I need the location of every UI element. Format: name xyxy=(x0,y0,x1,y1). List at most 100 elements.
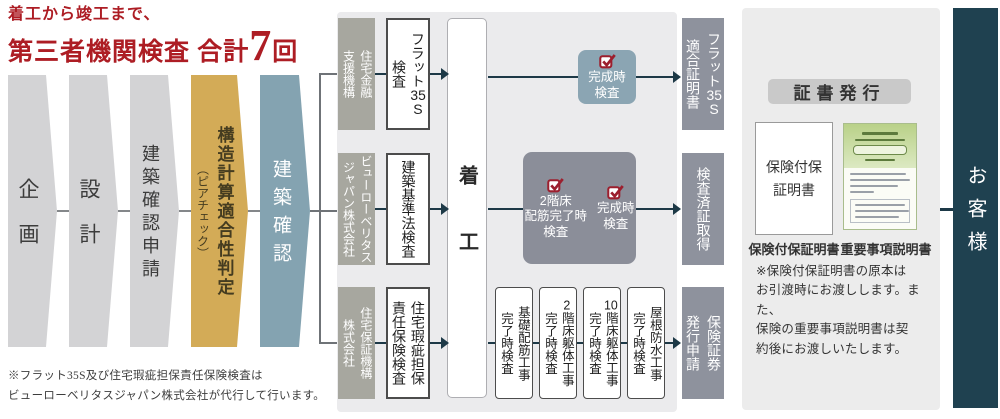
connector-line xyxy=(430,342,441,344)
org-label: 住宅保証機構株式会社 xyxy=(341,307,373,379)
checkpoint-item: 2階床 配筋完了時 検査 xyxy=(524,176,587,241)
footnote: ※フラット35S及び住宅瑕疵担保責任保険検査は ビューローベリタスジャパン株式会… xyxy=(8,370,326,403)
org-jutaku-hosho: 住宅保証機構株式会社 xyxy=(338,287,375,399)
connector-line xyxy=(577,342,583,344)
insurance-certificate-doc-text: 保険付保 証明書 xyxy=(766,159,822,198)
doc-text-box xyxy=(850,199,910,223)
result-hoken-shoken: 保険証券発行申請 xyxy=(682,287,724,399)
stage-label: 2階床躯体工事完了時検査 xyxy=(543,299,574,387)
phase-connector-line xyxy=(248,210,260,212)
arrow-head xyxy=(441,337,449,349)
phase-step-kozo-keisan: 構造計算適合性判定 （ピアチェック） xyxy=(191,75,248,347)
customer-label: お客様 xyxy=(964,164,986,264)
checkmark-icon xyxy=(607,183,625,200)
connector-line xyxy=(430,73,441,75)
inspection-label: 建築基準法検査 xyxy=(400,160,417,258)
insurance-doc-caption: 保険付保証明書 xyxy=(748,242,840,257)
inspection-kashi-tanpo: 住宅瑕疵担保責任保険検査 xyxy=(386,287,430,399)
title-line1: 着工から竣工まで、 xyxy=(8,6,161,23)
insurance-certificate-doc: 保険付保 証明書 xyxy=(755,122,833,235)
important-matters-doc-body xyxy=(844,168,916,229)
certificate-header-badge: 証書発行 xyxy=(768,79,911,104)
arrow-head xyxy=(441,68,449,80)
phase-connector-line xyxy=(179,210,191,212)
connector-line xyxy=(488,342,495,344)
phase-connector-line xyxy=(57,210,69,212)
result-label: 検査済証取得 xyxy=(695,167,712,251)
start-label: 着工 xyxy=(455,165,478,297)
org-label: 住宅金融支援機構 xyxy=(341,50,373,98)
title-line2-prefix: 第三者機関検査 合計 xyxy=(8,39,250,67)
stage-2f-kutai: 2階床躯体工事完了時検査 xyxy=(539,287,577,399)
phase-step-kikaku: 企画 xyxy=(8,75,57,347)
checkpoint-item: 完成時 検査 xyxy=(597,183,635,232)
stage-yane-bosui: 屋根防水工事完了時検査 xyxy=(627,287,665,399)
connector-line xyxy=(488,76,578,78)
connector-line xyxy=(621,342,627,344)
doc-text-line xyxy=(855,138,905,141)
phase-step-label-group: 構造計算適合性判定 （ピアチェック） xyxy=(194,126,237,297)
inspection-label: 住宅瑕疵担保責任保険検査 xyxy=(391,301,426,385)
phase-step-label: 構造計算適合性判定 xyxy=(214,125,234,297)
phase-flow: 企画 設計 建築確認申請 構造計算適合性判定 （ピアチェック） 建築確認 xyxy=(0,75,340,347)
checkmark-icon xyxy=(598,52,616,69)
doc-text-line xyxy=(850,191,874,193)
connector-line xyxy=(665,342,673,344)
branch-stub-row1 xyxy=(319,73,338,75)
phase-step-label: 企画 xyxy=(16,178,40,268)
phase-step-sublabel: （ピアチェック） xyxy=(195,163,210,259)
doc-text-line xyxy=(855,204,905,206)
connector-line xyxy=(488,208,523,210)
important-matters-doc-header xyxy=(844,124,916,168)
title-line2: 第三者機関検査 合計7回 xyxy=(8,24,298,68)
customer-bar: お客様 xyxy=(953,8,998,408)
phase-step-sekkei: 設計 xyxy=(69,75,118,347)
doc-text-line xyxy=(850,179,910,181)
stage-label: 基礎配筋工事完了時検査 xyxy=(499,305,530,381)
checkpoint-label: 完成時 検査 xyxy=(588,70,626,100)
doc-text-line xyxy=(865,158,895,161)
org-label: ビューローベリタスジャパン株式会社 xyxy=(341,155,373,263)
branch-stub-row2 xyxy=(321,210,338,212)
important-doc-caption: 重要事項説明書 xyxy=(840,242,932,257)
phase-connector-line xyxy=(118,210,130,212)
doc-text-line xyxy=(855,210,909,212)
stage-kiso-haikin: 基礎配筋工事完了時検査 xyxy=(495,287,533,399)
title-count: 7 xyxy=(249,21,273,71)
connector-line xyxy=(430,208,441,210)
phase-step-label: 建築確認申請 xyxy=(140,144,160,282)
phase-step-label: 設計 xyxy=(77,178,101,268)
connector-line xyxy=(375,73,386,75)
arrow-head xyxy=(673,203,681,215)
connector-line xyxy=(375,342,386,344)
stage-label: 10階床躯体工事完了時検査 xyxy=(587,299,618,387)
customer-connector-line xyxy=(940,208,953,211)
checkmark-icon xyxy=(547,176,565,193)
branch-stub-row3 xyxy=(319,342,338,344)
connector-line xyxy=(636,76,673,78)
result-label: 保険証券発行申請 xyxy=(685,315,722,371)
result-kensazumi-sho: 検査済証取得 xyxy=(682,153,724,265)
arrow-head xyxy=(673,337,681,349)
doc-text-line xyxy=(855,216,899,218)
branch-line xyxy=(310,210,321,212)
title-line2-suffix: 回 xyxy=(272,39,299,67)
arrow-head xyxy=(441,203,449,215)
arrow-head xyxy=(673,71,681,83)
certificate-note: ※保険付保証明書の原本は お引渡時にお渡しします。また、 保険の重要事項説明書は… xyxy=(756,264,920,356)
doc-stamp-pill xyxy=(853,144,907,155)
inspection-kenchiku-kijunho: 建築基準法検査 xyxy=(386,153,430,265)
connector-line xyxy=(375,208,386,210)
start-box: 着工 xyxy=(447,18,487,398)
certificate-header-label: 証書発行 xyxy=(793,84,886,103)
doc-text-line xyxy=(850,173,906,175)
doc-text-line xyxy=(850,185,898,187)
phase-step-label: 建築確認 xyxy=(270,159,291,271)
page-title: 着工から竣工まで、 第三者機関検査 合計7回 xyxy=(8,5,298,68)
org-bureau-veritas: ビューローベリタスジャパン株式会社 xyxy=(338,153,375,265)
stage-label: 屋根防水工事完了時検査 xyxy=(631,305,662,381)
